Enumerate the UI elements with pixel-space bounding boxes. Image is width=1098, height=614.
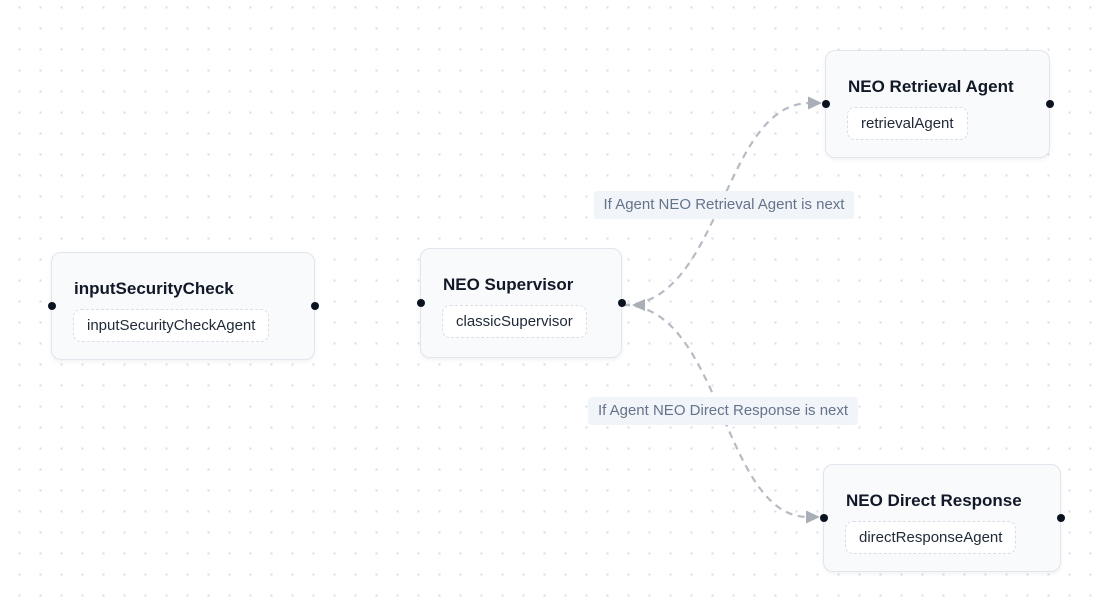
node-title: NEO Direct Response [846,491,1022,510]
node-title: inputSecurityCheck [74,279,234,298]
target-handle[interactable] [416,299,425,307]
source-handle[interactable] [1056,514,1065,522]
target-handle[interactable] [47,302,56,310]
target-handle[interactable] [821,100,830,108]
node-input-security-check[interactable]: inputSecurityCheck inputSecurityCheckAge… [47,252,319,360]
target-handle[interactable] [819,514,828,522]
arrowhead-icon [808,96,822,110]
source-handle[interactable] [310,302,319,310]
edge-label-direct-response-condition[interactable]: If Agent NEO Direct Response is next [587,397,859,425]
edge-label-retrieval-condition[interactable]: If Agent NEO Retrieval Agent is next [593,191,855,219]
node-title: NEO Retrieval Agent [848,77,1014,96]
node-agent-badge: retrievalAgent [847,107,968,140]
node-neo-supervisor[interactable]: NEO Supervisor classicSupervisor [416,248,626,358]
node-neo-direct-response[interactable]: NEO Direct Response directResponseAgent [819,464,1065,572]
node-agent-badge: classicSupervisor [442,305,587,338]
source-handle[interactable] [617,299,626,307]
node-agent-badge: inputSecurityCheckAgent [73,309,270,342]
arrowhead-icon [632,299,645,311]
node-agent-badge: directResponseAgent [845,521,1017,554]
source-handle[interactable] [1045,100,1054,108]
node-title: NEO Supervisor [443,275,574,294]
arrowhead-icon [806,510,820,524]
node-neo-retrieval-agent[interactable]: NEO Retrieval Agent retrievalAgent [821,50,1054,158]
